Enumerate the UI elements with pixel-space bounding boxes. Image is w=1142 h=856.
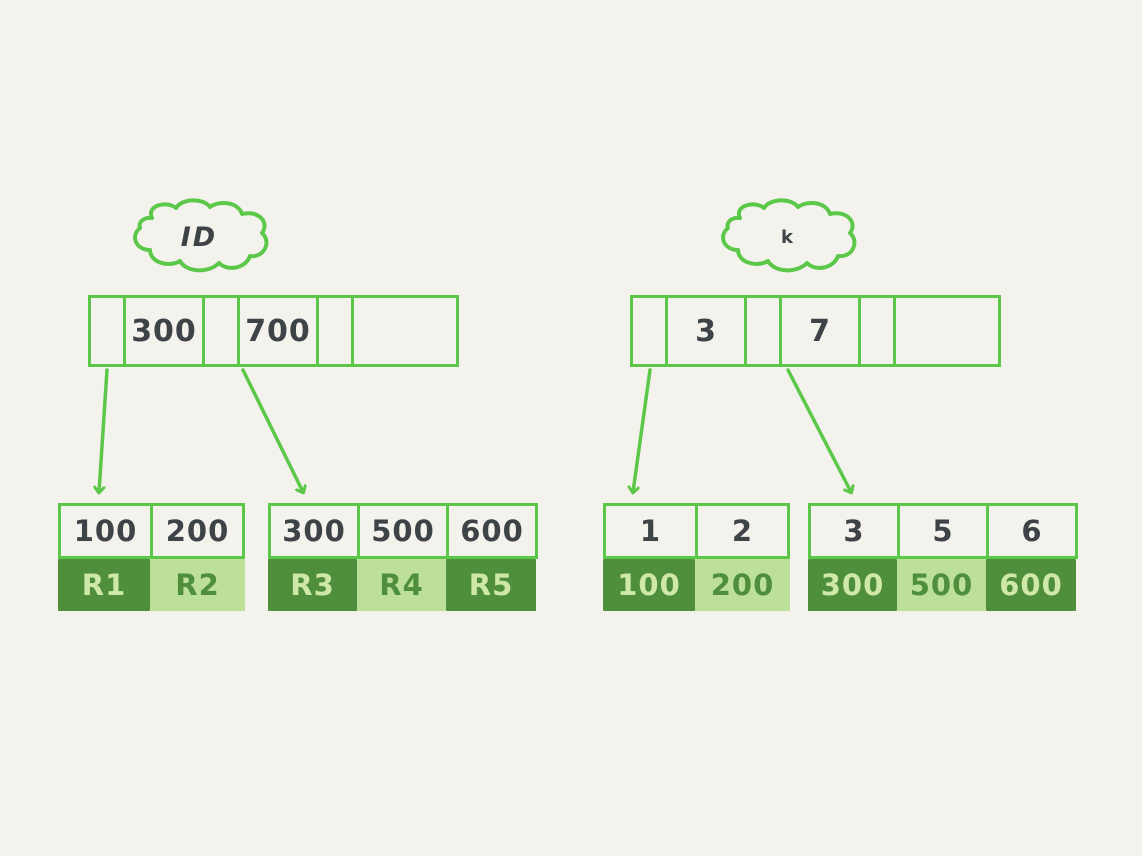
leaf-4-records: 300 500 600 — [808, 559, 1076, 611]
cloud-outline-icon — [133, 198, 269, 273]
leaf-node-k-1: 1 2 100 200 — [603, 503, 790, 611]
leaf-2-record-r4[interactable]: R4 — [357, 559, 446, 611]
leaf-4-record-300[interactable]: 300 — [808, 559, 897, 611]
root-id-pointer-0[interactable] — [88, 295, 126, 367]
cloud-outline-icon — [721, 198, 857, 273]
leaf-2-key-1[interactable]: 500 — [357, 503, 449, 559]
leaf-4-keys: 3 5 6 — [808, 503, 1078, 559]
leaf-3-key-1[interactable]: 2 — [695, 503, 790, 559]
leaf-3-keys: 1 2 — [603, 503, 790, 559]
root-id-pointer-2[interactable] — [316, 295, 354, 367]
arrow-k-p2-leaf4 — [786, 368, 851, 492]
root-id-pointer-1[interactable] — [202, 295, 240, 367]
arrow-id-p2-leaf2 — [241, 368, 303, 492]
root-id-empty[interactable] — [351, 295, 459, 367]
cloud-label-id: ID — [124, 198, 274, 276]
root-k-pointer-2[interactable] — [858, 295, 896, 367]
arrow-k-p1-leaf3 — [633, 368, 652, 492]
leaf-2-key-2[interactable]: 600 — [446, 503, 538, 559]
root-id-key-700[interactable]: 700 — [237, 295, 319, 367]
leaf-3-key-0[interactable]: 1 — [603, 503, 698, 559]
leaf-2-records: R3 R4 R5 — [268, 559, 536, 611]
leaf-2-record-r5[interactable]: R5 — [446, 559, 536, 611]
leaf-4-key-2[interactable]: 6 — [986, 503, 1078, 559]
leaf-1-key-1[interactable]: 200 — [150, 503, 245, 559]
root-id-key-300[interactable]: 300 — [123, 295, 205, 367]
leaf-4-key-0[interactable]: 3 — [808, 503, 900, 559]
root-k-pointer-0[interactable] — [630, 295, 668, 367]
root-k-empty[interactable] — [893, 295, 1001, 367]
root-k-key-7[interactable]: 7 — [779, 295, 861, 367]
leaf-2-keys: 300 500 600 — [268, 503, 538, 559]
leaf-2-key-0[interactable]: 300 — [268, 503, 360, 559]
leaf-1-keys: 100 200 — [58, 503, 245, 559]
cloud-label-k: k — [712, 198, 862, 276]
leaf-4-key-1[interactable]: 5 — [897, 503, 989, 559]
leaf-3-record-200[interactable]: 200 — [695, 559, 790, 611]
leaf-4-record-500[interactable]: 500 — [897, 559, 986, 611]
root-k-key-3[interactable]: 3 — [665, 295, 747, 367]
cloud-label-k-text: k — [781, 226, 793, 248]
leaf-1-record-r1[interactable]: R1 — [58, 559, 150, 611]
leaf-1-records: R1 R2 — [58, 559, 245, 611]
root-k-pointer-1[interactable] — [744, 295, 782, 367]
leaf-3-records: 100 200 — [603, 559, 790, 611]
root-node-k: 3 7 — [630, 295, 1001, 367]
arrow-id-p1-leaf1 — [99, 368, 109, 492]
leaf-node-id-1: 100 200 R1 R2 — [58, 503, 245, 611]
leaf-2-record-r3[interactable]: R3 — [268, 559, 357, 611]
leaf-4-record-600[interactable]: 600 — [986, 559, 1076, 611]
cloud-label-id-text: ID — [180, 221, 218, 253]
leaf-1-key-0[interactable]: 100 — [58, 503, 153, 559]
root-node-id: 300 700 — [88, 295, 459, 367]
leaf-1-record-r2[interactable]: R2 — [150, 559, 245, 611]
leaf-3-record-100[interactable]: 100 — [603, 559, 695, 611]
leaf-node-k-2: 3 5 6 300 500 600 — [808, 503, 1078, 611]
leaf-node-id-2: 300 500 600 R3 R4 R5 — [268, 503, 538, 611]
